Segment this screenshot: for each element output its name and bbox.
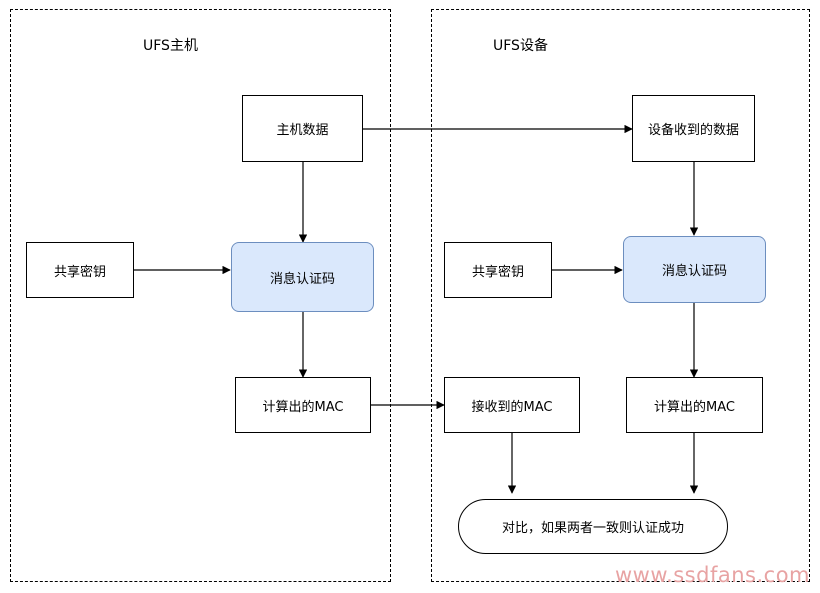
device-computed-mac-node: 计算出的MAC	[626, 377, 763, 433]
host-region	[10, 9, 391, 582]
watermark: www.ssdfans.com	[614, 563, 810, 587]
host-shared-key-node: 共享密钥	[26, 242, 134, 298]
host-mac-function-node: 消息认证码	[231, 242, 374, 312]
host-computed-mac-node: 计算出的MAC	[235, 377, 371, 433]
compare-result-node: 对比，如果两者一致则认证成功	[458, 499, 728, 554]
device-region	[431, 9, 810, 582]
device-mac-function-node: 消息认证码	[623, 236, 766, 303]
device-received-mac-node: 接收到的MAC	[444, 377, 580, 433]
host-data-node: 主机数据	[242, 95, 363, 162]
device-shared-key-node: 共享密钥	[444, 242, 552, 298]
device-region-title: UFS设备	[493, 38, 548, 54]
host-region-title: UFS主机	[143, 38, 198, 54]
device-received-data-node: 设备收到的数据	[632, 95, 755, 162]
